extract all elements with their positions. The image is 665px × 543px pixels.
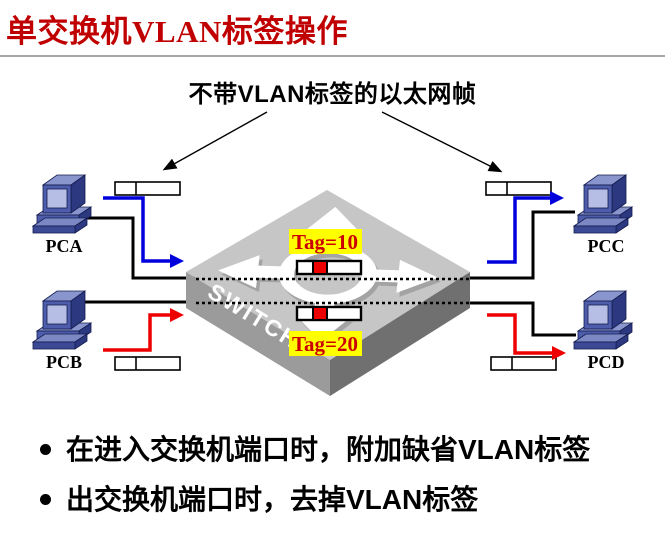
tagged-frame-vlan10 — [295, 259, 363, 276]
flow-pcb-arrowhead — [170, 308, 184, 322]
tagged-frame-vlan20 — [295, 305, 363, 322]
tag10-highlight — [289, 229, 362, 254]
tag20-label: Tag=20 — [292, 332, 358, 356]
pc-icon-pcc — [573, 174, 633, 234]
untagged-frame-pcc — [485, 181, 552, 196]
bullet-item-2: 出交换机端口时，去掉VLAN标签 — [40, 483, 478, 516]
tag10-group: Tag=10 — [289, 229, 363, 276]
cables — [78, 210, 576, 337]
flow-pcc-arrowhead — [550, 191, 564, 205]
bullet-text-1: 在进入交换机端口时，附加缺省VLAN标签 — [66, 434, 591, 465]
untagged-frame-pca — [114, 181, 181, 196]
vlan10-flow-arrows — [103, 191, 564, 268]
pc-icon-pcd — [573, 290, 633, 350]
pc-label-pcc: PCC — [588, 236, 625, 256]
cable-pcd — [470, 301, 576, 337]
flow-pcc-out — [487, 196, 550, 264]
untagged-frame-pcd — [490, 356, 557, 371]
tag10-label: Tag=10 — [292, 230, 358, 254]
bullet-dot — [40, 444, 51, 455]
pc-icon-pca — [32, 174, 92, 234]
pc-label-pcd: PCD — [588, 352, 625, 372]
vlan20-flow-arrows — [103, 308, 566, 360]
bullet-item-1: 在进入交换机端口时，附加缺省VLAN标签 — [40, 433, 590, 466]
switch-right-face — [330, 272, 470, 396]
flow-pca-in — [103, 196, 170, 263]
bullet-dot — [40, 494, 51, 505]
diagram-caption: 不带VLAN标签的以太网帧 — [188, 81, 477, 108]
cable-pcc — [470, 210, 575, 280]
page-title: 单交换机VLAN标签操作 — [6, 14, 348, 49]
tag20-group: Tag=20 — [289, 305, 363, 356]
caption-pointer-arrows — [162, 111, 503, 173]
flow-pcb-in — [103, 313, 170, 352]
internal-paths — [196, 277, 470, 305]
pc-label-pcb: PCB — [46, 352, 82, 372]
flow-pcd-out — [487, 313, 552, 355]
flow-pcd-arrowhead — [552, 346, 566, 360]
flow-pca-arrowhead — [170, 254, 184, 268]
pc-icon-pcb — [32, 290, 92, 350]
title-underline — [0, 55, 665, 57]
pc-label-pca: PCA — [46, 236, 83, 256]
untagged-frame-pcb — [114, 356, 181, 371]
cable-pca — [78, 216, 196, 280]
tag20-highlight — [289, 331, 362, 356]
bullet-text-2: 出交换机端口时，去掉VLAN标签 — [66, 484, 479, 515]
switch: SWITCH — [186, 190, 470, 396]
